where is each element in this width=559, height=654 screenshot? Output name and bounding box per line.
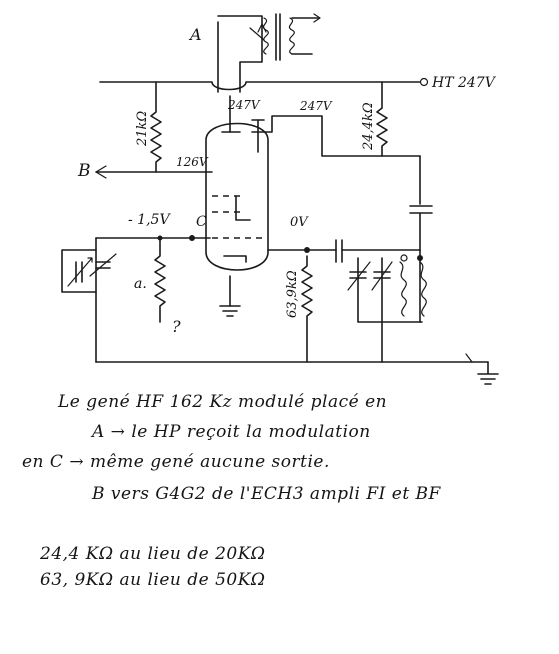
tank-circuit: [347, 249, 427, 363]
label-ht: HT 247V: [431, 75, 497, 91]
note-line-2: A → le HP reçoit la modulation: [92, 422, 371, 442]
label-247v-grid: 247V: [227, 98, 261, 112]
label-A: A: [188, 25, 202, 44]
output-transformer: [217, 13, 321, 93]
note-line-5: 24,4 KΩ au lieu de 20KΩ: [40, 544, 266, 564]
label-C: C: [196, 214, 207, 230]
ground-bus: [95, 353, 499, 385]
label-24-4k: 24,4kΩ: [361, 102, 376, 151]
tuning-capacitors-left: [61, 237, 117, 363]
label-question: ?: [172, 317, 181, 336]
label-21k: 21kΩ: [135, 111, 150, 147]
note-line-6: 63, 9KΩ au lieu de 50KΩ: [40, 570, 266, 590]
label-neg-1-5v: - 1,5V: [128, 212, 171, 228]
label-63-9k: 63,9kΩ: [285, 270, 300, 318]
label-B: B: [77, 161, 91, 181]
vacuum-tube: [205, 95, 383, 317]
resistor-24-4k: [376, 81, 421, 157]
ht-rail: [99, 77, 429, 91]
label-a: a.: [134, 276, 147, 292]
label-0v: 0V: [290, 215, 309, 230]
output-b-arrow: [95, 165, 213, 179]
note-line-4: B vers G4G2 de l'ECH3 ampli FI et BF: [92, 484, 441, 504]
resistor-a: [154, 237, 166, 323]
label-247v-plate: 247V: [299, 99, 333, 113]
note-line-3: en C → même gené aucune sortie.: [22, 452, 330, 472]
label-126v: 126V: [176, 155, 209, 169]
coupling-capacitor: [335, 239, 421, 263]
note-line-1: Le gené HF 162 Kz modulé placé en: [58, 392, 388, 412]
plate-capacitor: [409, 155, 433, 251]
resistor-63-9k: [301, 255, 313, 363]
resistor-21k: [150, 81, 162, 173]
